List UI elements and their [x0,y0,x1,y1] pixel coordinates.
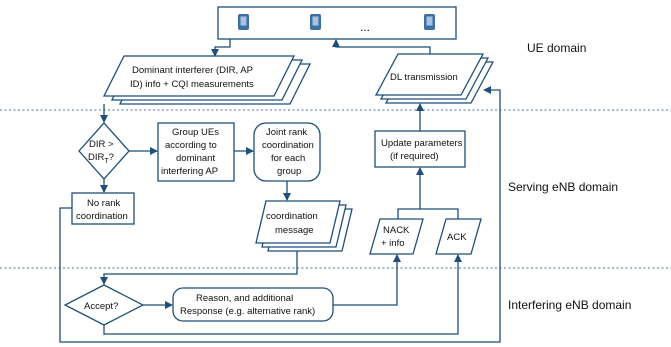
dir-threshold-decision: DIR > DIRT? [78,122,130,180]
group-ues-box: Group UEs according to dominant interfer… [157,122,235,182]
nack-line-1: NACK [383,225,410,236]
joint-rank-line-1: Joint rank [266,127,307,138]
group-ues-line-2: according to [165,140,217,151]
update-parameters-line-1: Update parameters [381,138,463,149]
dir-decision-line-2: DIRT? [88,152,114,165]
domain-label-serving: Serving eNB domain [508,180,618,194]
no-rank-coordination-box: No rank coordination [71,192,135,225]
dir-decision-text: DIR [88,152,105,163]
reason-response-box: Reason, and additional Response (e.g. al… [172,287,334,322]
ue-ellipsis: ... [360,20,370,34]
ack-message: ACK [435,218,482,255]
joint-rank-line-3: for each [271,153,305,164]
group-ues-line-4: interfering AP [161,166,218,177]
no-rank-line-2: coordination [76,211,128,222]
ue-group: ... [217,6,457,40]
ack-label: ACK [447,232,467,243]
accept-label: Accept? [84,301,118,312]
group-ues-line-1: Group UEs [172,127,219,138]
nack-info-message: NACK + info [369,218,424,255]
dir-decision-line-1: DIR > [89,139,114,150]
joint-rank-line-4: group [277,166,301,177]
connectors [59,39,501,343]
coordination-message-line-2: message [275,225,314,236]
arrow-ue-to-report [211,39,231,57]
coordination-message: coordination message [255,200,353,252]
update-parameters-box: Update parameters (if required) [374,130,466,168]
arrow-nack-to-update [397,167,424,219]
arrow-ack-to-update [420,208,459,219]
domain-label-ue: UE domain [527,41,586,55]
dominant-interferer-line-2: ID) info + CQI measurements [130,79,254,90]
arrow-reason-to-nack [333,254,401,306]
dl-transmission-label: DL transmission [390,72,458,83]
arrow-dl-to-ue [332,39,431,54]
domain-label-interfering: Interfering eNB domain [508,298,631,312]
ue-device-icon [310,14,321,30]
update-parameters-line-2: (if required) [390,151,439,162]
dir-decision-question: ? [109,152,114,163]
arrow-accept-to-ack [103,254,462,335]
accept-decision: Accept? [63,284,145,326]
ue-device-icon [238,14,249,30]
coordination-message-line-1: coordination [266,211,318,222]
group-ues-line-3: dominant [176,153,215,164]
reason-line-2: Response (e.g. alternative rank) [180,306,315,317]
reason-line-1: Reason, and additional [196,293,293,304]
joint-rank-line-2: coordination [262,140,314,151]
nack-line-2: + info [381,238,405,249]
arrow-norank-to-dl [59,86,501,343]
joint-rank-coordination: Joint rank coordination for each group [253,122,321,182]
ue-device-icon [424,14,435,30]
dl-transmission: DL transmission [374,53,495,104]
dominant-interferer-report: Dominant interferer (DIR, AP ID) info + … [102,55,312,105]
dominant-interferer-line-1: Dominant interferer (DIR, AP [132,65,253,76]
ue-group-box [217,6,457,40]
no-rank-line-1: No rank [87,198,121,209]
arrow-message-to-accept [100,251,298,285]
dir-decision-subscript: T [104,158,109,165]
